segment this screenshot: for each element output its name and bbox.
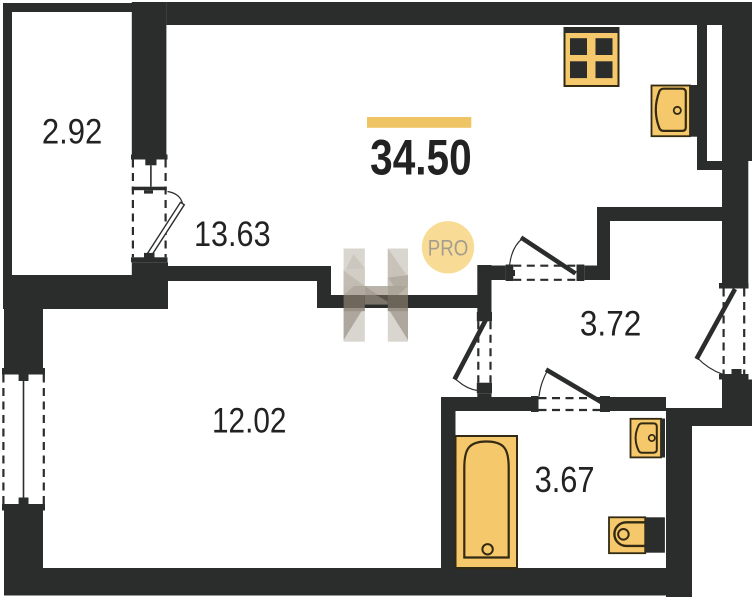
svg-text:12.02: 12.02 — [212, 402, 286, 441]
svg-text:PRO: PRO — [428, 235, 469, 260]
svg-text:13.63: 13.63 — [194, 215, 271, 254]
svg-text:3.67: 3.67 — [535, 459, 595, 500]
svg-text:2.92: 2.92 — [42, 112, 102, 151]
svg-text:3.72: 3.72 — [580, 305, 641, 344]
svg-text:34.50: 34.50 — [370, 130, 472, 186]
